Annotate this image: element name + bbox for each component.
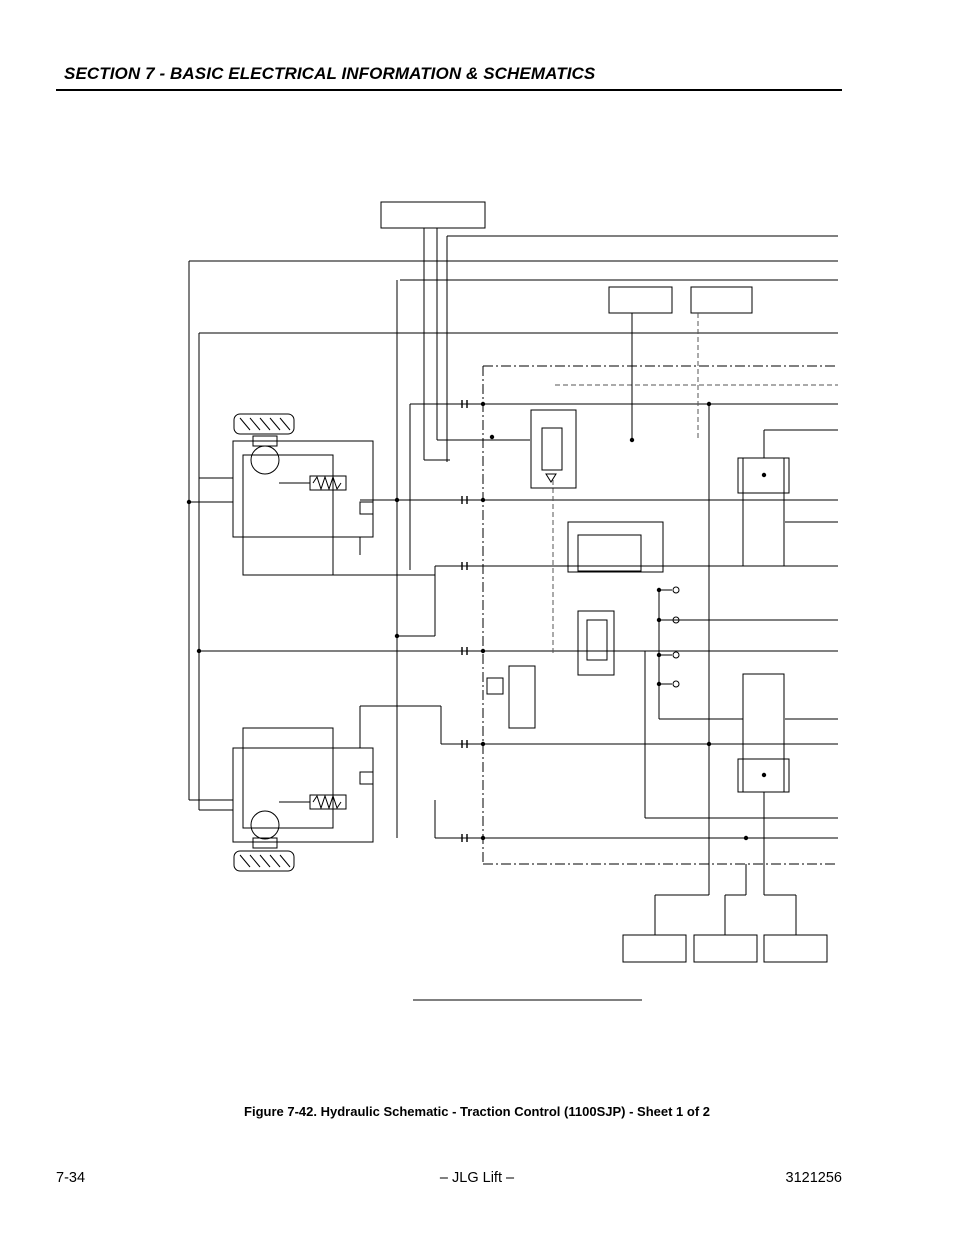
hydraulic-motor-top xyxy=(250,445,280,475)
bottom-box-3 xyxy=(763,934,828,963)
section-title: SECTION 7 - BASIC ELECTRICAL INFORMATION… xyxy=(64,64,596,83)
tire-bottom xyxy=(233,850,295,872)
document-number: 3121256 xyxy=(785,1170,842,1186)
header-divider xyxy=(56,89,842,91)
solenoid-valve-2 xyxy=(567,521,664,573)
publisher-name: – JLG Lift – xyxy=(439,1170,515,1186)
figure-caption: Figure 7-42. Hydraulic Schematic - Tract… xyxy=(244,1104,710,1119)
top-component-box xyxy=(380,201,486,229)
bottom-box-2 xyxy=(693,934,758,963)
tire-top xyxy=(233,413,295,435)
solenoid-valve-4 xyxy=(508,665,536,729)
bottom-box-1 xyxy=(622,934,687,963)
sensor-box-left xyxy=(608,286,673,314)
check-valve-group xyxy=(659,586,680,688)
sensor-box-right xyxy=(690,286,753,314)
page-number: 7-34 xyxy=(56,1170,86,1186)
solenoid-valve-3 xyxy=(577,610,615,676)
solenoid-valve-1 xyxy=(530,409,577,489)
hydraulic-motor-bottom xyxy=(250,810,280,840)
